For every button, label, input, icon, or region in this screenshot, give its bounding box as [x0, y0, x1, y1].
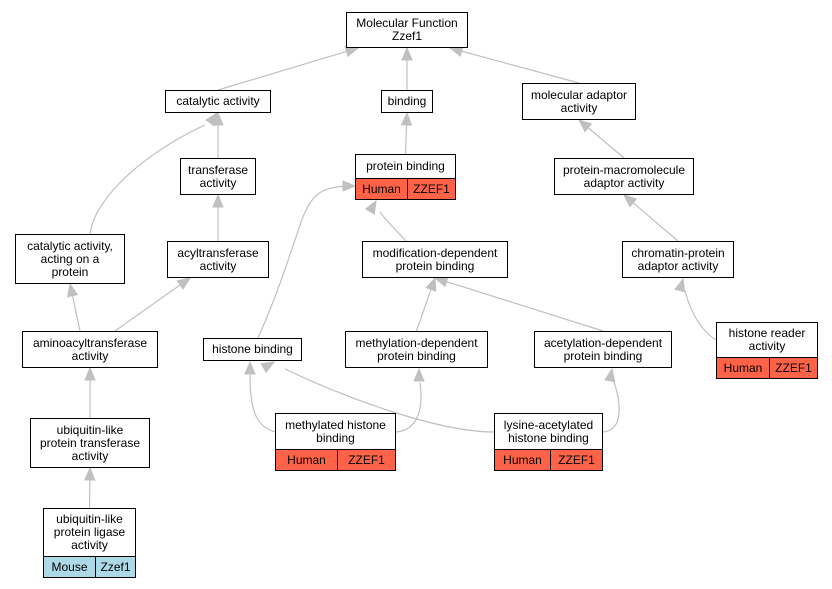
edge-meth_histone-to-meth_dep	[395, 382, 422, 433]
edge-mol_adaptor-to-mf_root	[461, 50, 580, 84]
edge-lys_acet-to-histone_binding	[284, 368, 495, 433]
node-aminoacyltransferase-activity[interactable]: aminoacyltransferase activity	[22, 331, 158, 368]
gene-cell: ZZEF1	[337, 450, 395, 470]
edge-arrowhead	[205, 111, 218, 127]
node-label: histone binding	[212, 342, 293, 356]
edge-arrowhead	[212, 193, 224, 208]
node-label: modification-dependent protein binding	[372, 245, 498, 273]
gene-cell: ZZEF1	[769, 358, 817, 378]
node-label: methylated histone binding	[285, 417, 386, 445]
node-lysine-acetylated-histone-binding[interactable]: lysine-acetylated histone binding Human …	[494, 413, 603, 471]
node-binding[interactable]: binding	[381, 90, 433, 113]
edge-arrowhead	[674, 277, 686, 293]
species-cell: Mouse	[44, 557, 95, 577]
node-modification-dependent-protein-binding[interactable]: modification-dependent protein binding	[362, 241, 508, 278]
edge-protein_binding-to-binding	[404, 124, 408, 155]
edge-meth_dep-to-mod_dep	[415, 289, 432, 332]
node-label: ubiquitin-like protein ligase activity	[53, 512, 126, 552]
node-label: catalytic activity	[176, 94, 260, 108]
annotation-row: Human ZZEF1	[495, 449, 602, 470]
node-acyltransferase-activity[interactable]: acyltransferase activity	[167, 241, 269, 278]
node-label: lysine-acetylated histone binding	[503, 417, 594, 445]
edge-arrowhead	[623, 194, 638, 208]
edge-layer	[66, 45, 717, 509]
edge-arrowhead	[604, 367, 616, 383]
edge-arrowhead	[260, 361, 276, 374]
edge-aminoacyl-to-cat_protein	[71, 295, 81, 332]
edge-arrowhead	[342, 180, 357, 192]
edge-lys_acet-to-acet_dep	[602, 381, 620, 433]
node-catalytic-activity-acting-on-a-protein[interactable]: catalytic activity, acting on a protein	[15, 234, 125, 284]
edge-arrowhead	[176, 277, 192, 290]
node-label: chromatin-protein adaptor activity	[631, 245, 725, 273]
node-histone-binding[interactable]: histone binding	[203, 338, 302, 361]
node-label: catalytic activity, acting on a protein	[27, 238, 113, 279]
edge-histone_reader-to-chrom_prot	[684, 290, 717, 341]
edge-histone_binding-to-protein_binding	[257, 185, 346, 339]
edge-arrowhead	[433, 276, 449, 288]
node-label: methylation-dependent protein binding	[355, 335, 478, 363]
node-label: transferase activity	[187, 162, 249, 190]
edge-arrowhead	[401, 46, 413, 61]
annotation-row: Mouse Zzef1	[44, 556, 135, 577]
node-label: binding	[387, 94, 427, 108]
edge-arrowhead	[66, 282, 79, 298]
edge-aminoacyl-to-acyltransferase	[114, 284, 181, 332]
node-label: protein binding	[366, 159, 445, 173]
edge-arrowhead	[84, 466, 96, 481]
node-label: protein-macromolecule adaptor activity	[562, 162, 686, 190]
species-cell: Human	[495, 450, 550, 470]
edge-arrowhead	[413, 367, 425, 382]
node-molecular-adaptor-activity[interactable]: molecular adaptor activity	[522, 83, 636, 120]
gene-cell: ZZEF1	[407, 179, 455, 199]
node-ubiquitin-like-protein-transferase-activity[interactable]: ubiquitin-like protein transferase activ…	[30, 418, 150, 468]
edge-chrom_prot-to-prot_macro	[632, 202, 679, 242]
annotation-row: Human ZZEF1	[276, 449, 395, 470]
node-methylation-dependent-protein-binding[interactable]: methylation-dependent protein binding	[345, 331, 488, 368]
species-cell: Human	[356, 179, 407, 199]
node-label: acyltransferase activity	[177, 245, 259, 273]
node-histone-reader-activity[interactable]: histone reader activity Human ZZEF1	[716, 322, 818, 379]
node-label: ubiquitin-like protein transferase activ…	[39, 422, 141, 463]
node-protein-binding[interactable]: protein binding Human ZZEF1	[355, 154, 456, 200]
node-methylated-histone-binding[interactable]: methylated histone binding Human ZZEF1	[275, 413, 396, 471]
edge-arrowhead	[244, 360, 256, 375]
node-chromatin-protein-adaptor-activity[interactable]: chromatin-protein adaptor activity	[622, 241, 734, 278]
edge-acet_dep-to-mod_dep	[446, 281, 604, 332]
edge-catalytic-to-mf_root	[217, 50, 347, 91]
node-protein-macromolecule-adaptor-activity[interactable]: protein-macromolecule adaptor activity	[554, 158, 694, 195]
node-acetylation-dependent-protein-binding[interactable]: acetylation-dependent protein binding	[534, 331, 672, 368]
gene-cell: Zzef1	[95, 557, 135, 577]
node-catalytic-activity[interactable]: catalytic activity	[165, 90, 271, 113]
node-label: molecular adaptor activity	[530, 87, 628, 115]
edge-arrowhead	[344, 46, 360, 58]
edge-prot_macro-to-mol_adaptor	[587, 127, 625, 159]
node-molecular-function-root[interactable]: Molecular Function Zzef1	[346, 12, 468, 48]
edge-arrowhead	[364, 199, 377, 215]
node-label: histone reader activity	[728, 326, 806, 353]
edge-arrowhead	[425, 276, 437, 292]
edge-arrowhead	[400, 111, 413, 126]
annotation-row: Human ZZEF1	[356, 178, 455, 199]
node-label: Molecular Function Zzef1	[356, 16, 458, 43]
node-ubiquitin-like-protein-ligase-activity[interactable]: ubiquitin-like protein ligase activity M…	[43, 508, 136, 578]
node-label: acetylation-dependent protein binding	[543, 335, 663, 363]
node-transferase-activity[interactable]: transferase activity	[180, 158, 256, 195]
node-label: aminoacyltransferase activity	[32, 335, 148, 363]
gene-cell: ZZEF1	[550, 450, 602, 470]
species-cell: Human	[276, 450, 337, 470]
edge-arrowhead	[578, 119, 593, 133]
species-cell: Human	[717, 358, 769, 378]
edge-mod_dep-to-protein_binding	[379, 211, 407, 242]
edge-arrowhead	[84, 366, 96, 381]
edge-cat_protein-to-catalytic	[89, 124, 206, 235]
annotation-row: Human ZZEF1	[717, 357, 817, 378]
